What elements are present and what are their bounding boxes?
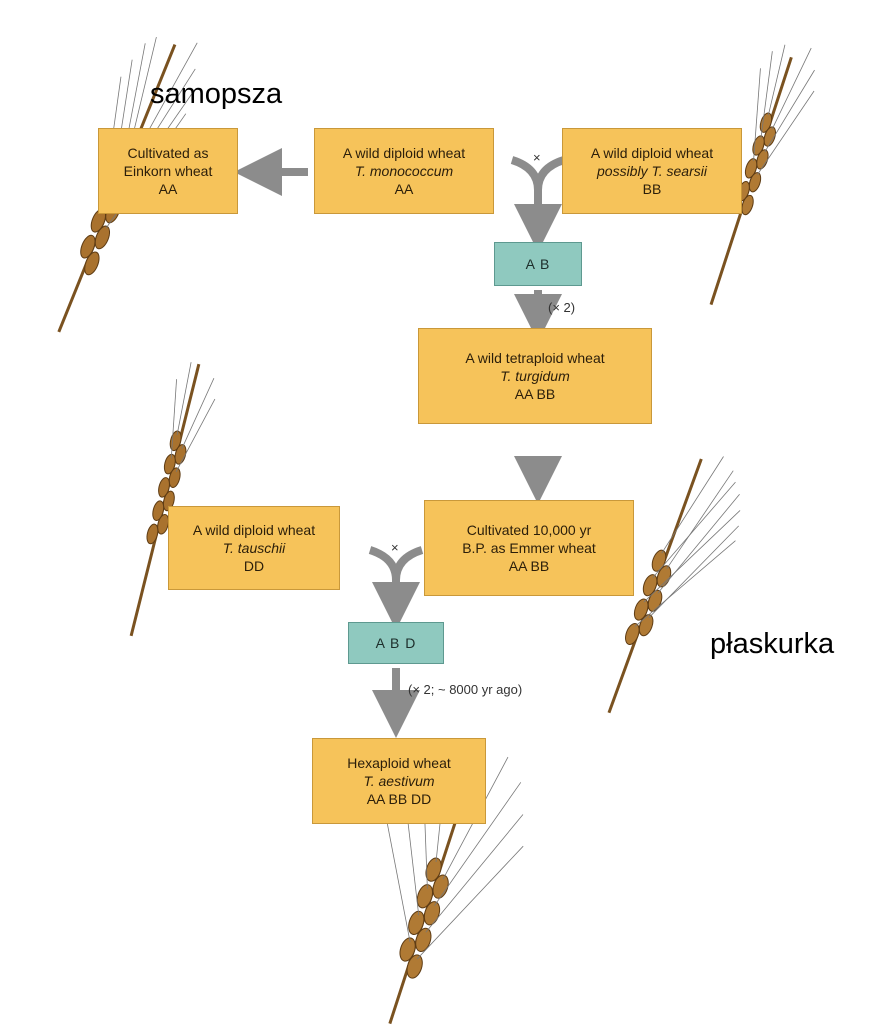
searsii-line1: A wild diploid wheat [591, 144, 713, 162]
box-emmer: Cultivated 10,000 yr B.P. as Emmer wheat… [424, 500, 634, 596]
cross-label-1: × [533, 150, 541, 165]
box-searsii: A wild diploid wheat possibly T. searsii… [562, 128, 742, 214]
hybrid-abd: A B D [348, 622, 444, 664]
einkorn-line1: Cultivated as [128, 144, 209, 162]
turgidum-line2: T. turgidum [500, 367, 570, 385]
box-aestivum: Hexaploid wheat T. aestivum AA BB DD [312, 738, 486, 824]
monococcum-line2: T. monococcum [355, 162, 453, 180]
aestivum-line3: AA BB DD [367, 790, 432, 808]
aestivum-line2: T. aestivum [363, 772, 434, 790]
box-monococcum: A wild diploid wheat T. monococcum AA [314, 128, 494, 214]
wheat-ear-icon [114, 360, 222, 642]
searsii-line2: possibly T. searsii [597, 162, 707, 180]
emmer-line3: AA BB [509, 557, 549, 575]
box-tauschii: A wild diploid wheat T. tauschii DD [168, 506, 340, 590]
box-einkorn: Cultivated as Einkorn wheat AA [98, 128, 238, 214]
einkorn-line3: AA [159, 180, 178, 198]
hybrid-ab: A B [494, 242, 582, 286]
tauschii-line1: A wild diploid wheat [193, 521, 315, 539]
aestivum-line1: Hexaploid wheat [347, 754, 451, 772]
box-turgidum: A wild tetraploid wheat T. turgidum AA B… [418, 328, 652, 424]
monococcum-line1: A wild diploid wheat [343, 144, 465, 162]
emmer-line2: B.P. as Emmer wheat [462, 539, 596, 557]
turgidum-line3: AA BB [515, 385, 555, 403]
cross-label-2: × [391, 540, 399, 555]
label-samopsza: samopsza [150, 78, 282, 111]
monococcum-line3: AA [395, 180, 414, 198]
einkorn-line2: Einkorn wheat [124, 162, 213, 180]
searsii-line3: BB [643, 180, 662, 198]
tauschii-line3: DD [244, 557, 264, 575]
doubling-label-2: (× 2; ~ 8000 yr ago) [408, 682, 522, 697]
label-plaskurka: płaskurka [710, 628, 834, 661]
tauschii-line2: T. tauschii [223, 539, 286, 557]
doubling-label-1: (× 2) [548, 300, 575, 315]
emmer-line1: Cultivated 10,000 yr [467, 521, 592, 539]
turgidum-line1: A wild tetraploid wheat [465, 349, 604, 367]
